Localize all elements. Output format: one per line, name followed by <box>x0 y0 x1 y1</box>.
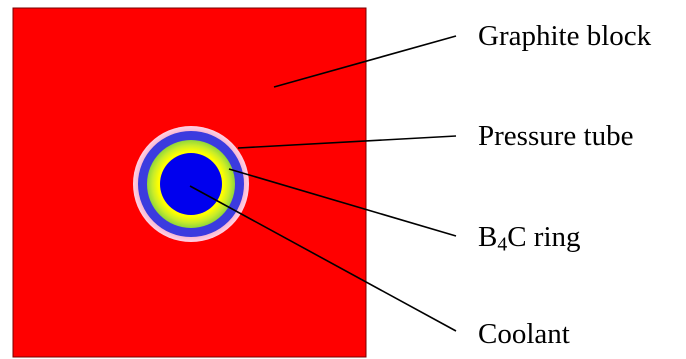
b4c-ring-label-subscript: 4 <box>497 233 508 256</box>
pressure-tube-label: Pressure tube <box>478 120 634 152</box>
pressure-tube-leader-line <box>237 135 457 149</box>
coolant-label: Coolant <box>478 318 570 350</box>
graphite-block-label: Graphite block <box>478 20 652 52</box>
graphite-block-leader-line <box>273 35 457 88</box>
b4c-ring-leader-line <box>228 168 457 237</box>
coolant-leader-line <box>189 185 457 332</box>
coolant <box>160 153 222 215</box>
b4c-ring-label: B4C ring <box>478 221 581 256</box>
b4c-ring-label-prefix: B <box>478 221 498 253</box>
b4c-ring-label-suffix: C ring <box>507 221 581 253</box>
